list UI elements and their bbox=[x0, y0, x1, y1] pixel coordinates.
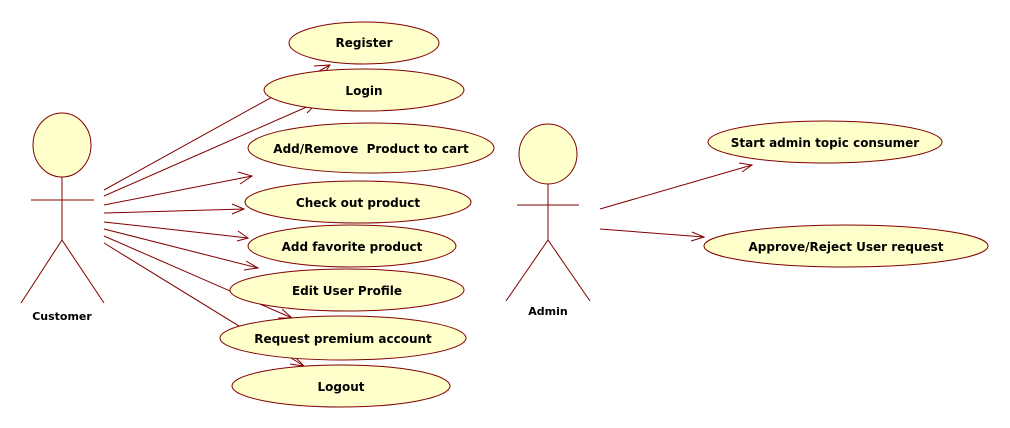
use-case-check-out-product: Check out product bbox=[244, 180, 472, 224]
use-case-add-remove-product: Add/Remove Product to cart bbox=[247, 122, 495, 174]
use-case-approve-reject-user-request-label: Approve/Reject User request bbox=[749, 240, 944, 254]
use-case-request-premium-account: Request premium account bbox=[219, 315, 467, 361]
customer-body bbox=[20, 177, 105, 304]
use-case-login-label: Login bbox=[345, 84, 382, 98]
assoc-admin-start-topic-consumer bbox=[599, 162, 754, 210]
use-case-approve-reject-user-request: Approve/Reject User request bbox=[703, 224, 989, 268]
admin-head bbox=[518, 123, 578, 185]
admin-body bbox=[505, 184, 591, 302]
use-case-edit-user-profile-label: Edit User Profile bbox=[292, 284, 402, 298]
customer-label: Customer bbox=[32, 310, 92, 323]
admin-associations bbox=[599, 162, 754, 242]
assoc-customer-check-out-product bbox=[103, 203, 246, 215]
assoc-admin-approve-reject bbox=[599, 228, 706, 242]
use-case-register: Register bbox=[288, 21, 440, 65]
use-case-check-out-product-label: Check out product bbox=[296, 196, 420, 210]
use-case-edit-user-profile: Edit User Profile bbox=[229, 268, 465, 312]
use-case-request-premium-account-label: Request premium account bbox=[254, 332, 432, 346]
use-case-start-admin-topic-consumer: Start admin topic consumer bbox=[707, 120, 943, 164]
use-case-logout: Logout bbox=[231, 364, 451, 408]
use-case-login: Login bbox=[263, 68, 465, 112]
customer-actor: Customer bbox=[20, 112, 105, 323]
use-case-logout-label: Logout bbox=[317, 380, 364, 394]
use-case-add-favorite-product: Add favorite product bbox=[247, 224, 457, 268]
assoc-customer-add-remove-product bbox=[103, 171, 254, 206]
use-case-add-remove-product-label: Add/Remove Product to cart bbox=[273, 142, 469, 156]
admin-label: Admin bbox=[528, 305, 567, 318]
use-case-start-admin-topic-consumer-label: Start admin topic consumer bbox=[731, 136, 920, 150]
use-case-register-label: Register bbox=[335, 36, 392, 50]
customer-head bbox=[32, 112, 92, 178]
assoc-customer-edit-user-profile bbox=[103, 228, 260, 271]
use-case-add-favorite-product-label: Add favorite product bbox=[282, 240, 423, 254]
assoc-customer-add-favorite-product bbox=[103, 221, 250, 242]
admin-actor: Admin bbox=[505, 123, 591, 318]
